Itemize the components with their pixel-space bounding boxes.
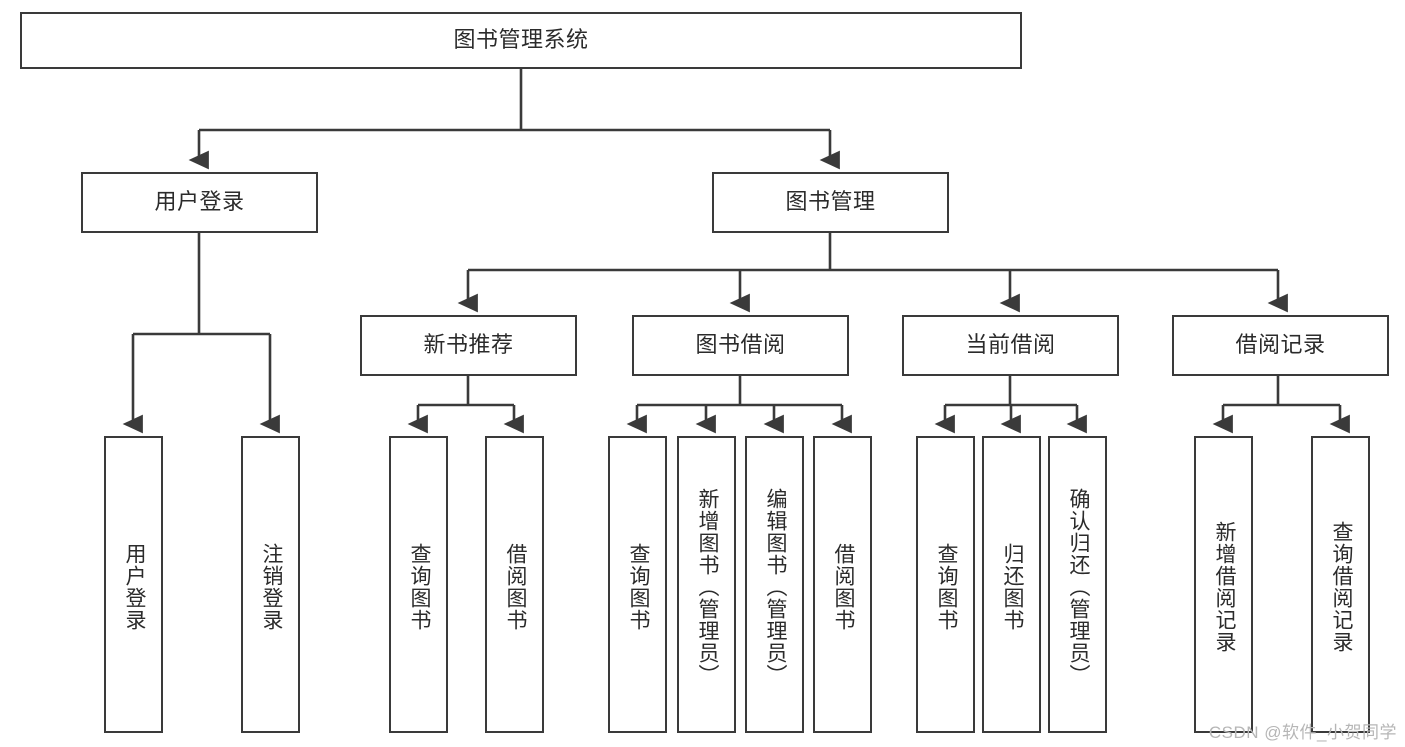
leaf-current-borrow-return-book-label: 归还图书 [1000,542,1024,631]
node-root-system-label: 图书管理系统 [453,27,589,53]
leaf-user-login-login[interactable]: 用户登录 [104,436,163,733]
leaf-current-borrow-query-book[interactable]: 查询图书 [916,436,975,733]
node-book-management[interactable]: 图书管理 [712,172,949,233]
leaf-current-borrow-return-book[interactable]: 归还图书 [982,436,1041,733]
node-new-book-recommend-label: 新书推荐 [423,332,514,358]
node-book-management-label: 图书管理 [785,189,876,215]
leaf-book-borrow-query-book-label: 查询图书 [626,542,650,631]
leaf-new-book-query-book-label: 查询图书 [407,542,431,631]
node-current-borrow-label: 当前借阅 [965,332,1056,358]
leaf-current-borrow-confirm-return-label: 确认归还（管理员） [1066,487,1090,686]
leaf-book-borrow-edit-book-label: 编辑图书（管理员） [763,487,787,686]
leaf-book-borrow-query-book[interactable]: 查询图书 [608,436,667,733]
csdn-watermark: CSDN @软件_小贺同学 [1208,723,1397,742]
leaf-book-borrow-add-book[interactable]: 新增图书（管理员） [677,436,736,733]
node-user-login[interactable]: 用户登录 [81,172,318,233]
leaf-user-login-logout[interactable]: 注销登录 [241,436,300,733]
leaf-book-borrow-borrow-book-label: 借阅图书 [831,542,855,631]
leaf-current-borrow-query-book-label: 查询图书 [934,542,958,631]
leaf-user-login-login-label: 用户登录 [122,542,146,631]
node-book-borrow-label: 图书借阅 [695,332,786,358]
leaf-user-login-logout-label: 注销登录 [259,542,283,631]
leaf-new-book-borrow-book[interactable]: 借阅图书 [485,436,544,733]
leaf-book-borrow-borrow-book[interactable]: 借阅图书 [813,436,872,733]
node-borrow-record[interactable]: 借阅记录 [1172,315,1389,376]
leaf-borrow-record-query-record-label: 查询借阅记录 [1329,520,1353,653]
leaf-borrow-record-add-record[interactable]: 新增借阅记录 [1194,436,1253,733]
leaf-borrow-record-query-record[interactable]: 查询借阅记录 [1311,436,1370,733]
node-new-book-recommend[interactable]: 新书推荐 [360,315,577,376]
leaf-new-book-query-book[interactable]: 查询图书 [389,436,448,733]
node-user-login-label: 用户登录 [154,189,245,215]
leaf-book-borrow-add-book-label: 新增图书（管理员） [695,487,719,686]
leaf-new-book-borrow-book-label: 借阅图书 [503,542,527,631]
node-book-borrow[interactable]: 图书借阅 [632,315,849,376]
node-borrow-record-label: 借阅记录 [1235,332,1326,358]
node-root-system[interactable]: 图书管理系统 [20,12,1022,69]
leaf-current-borrow-confirm-return[interactable]: 确认归还（管理员） [1048,436,1107,733]
leaf-borrow-record-add-record-label: 新增借阅记录 [1212,520,1236,653]
leaf-book-borrow-edit-book[interactable]: 编辑图书（管理员） [745,436,804,733]
node-current-borrow[interactable]: 当前借阅 [902,315,1119,376]
